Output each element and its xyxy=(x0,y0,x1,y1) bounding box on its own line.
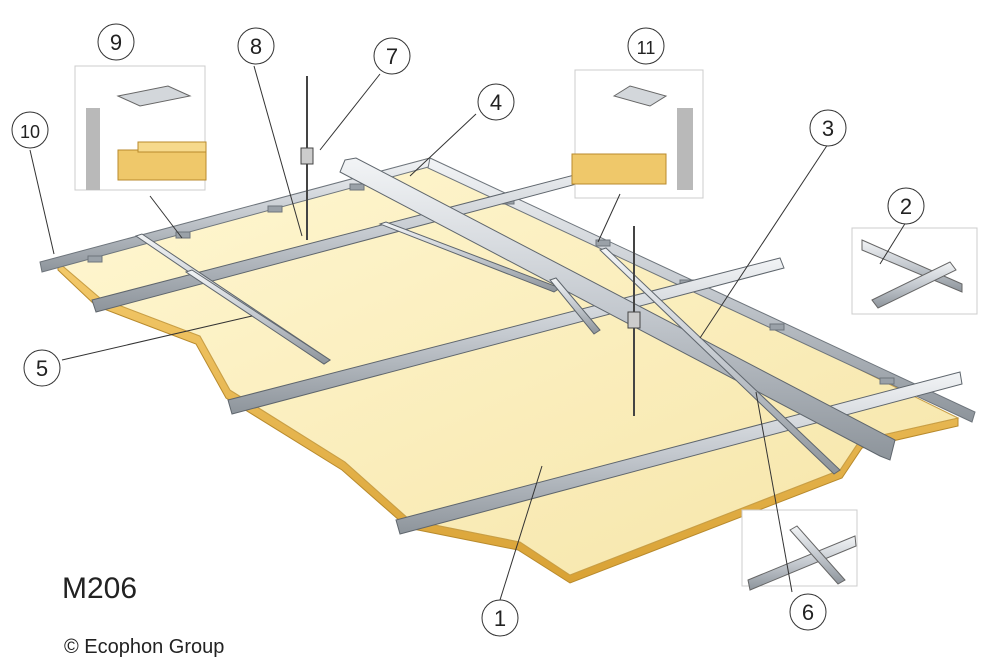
hanger-clip-1 xyxy=(300,147,314,165)
callout-3: 3 xyxy=(809,109,847,147)
detail-9-clip xyxy=(116,85,192,107)
leader-lines xyxy=(29,65,907,601)
leader-5 xyxy=(61,315,253,361)
callout-4: 4 xyxy=(477,83,515,121)
carrying-channel-body xyxy=(339,157,896,461)
leader-4 xyxy=(409,113,477,177)
detail-9-panel-top xyxy=(137,141,207,153)
callout-9-label: 9 xyxy=(110,30,122,55)
detail-11-clip xyxy=(612,85,668,107)
cross-tee-5 xyxy=(549,277,601,335)
cross-tee-4 xyxy=(599,247,841,475)
leader-9 xyxy=(149,195,183,239)
leader-6 xyxy=(755,391,793,593)
callout-2: 2 xyxy=(887,187,925,225)
callout-4-label: 4 xyxy=(490,90,502,115)
carrying-channel xyxy=(339,157,896,461)
cross-tee-2 xyxy=(184,269,331,365)
detail-2-inset xyxy=(851,227,978,315)
detail-9-wall xyxy=(86,108,100,190)
callout-5: 5 xyxy=(23,349,61,387)
callout-6-label: 6 xyxy=(802,600,814,625)
detail-6-tee xyxy=(789,525,846,585)
callout-11: 11 xyxy=(627,27,665,65)
detail-11-inset xyxy=(571,69,704,199)
leader-3 xyxy=(699,143,829,339)
callouts: 1 2 3 4 5 6 7 8 xyxy=(11,23,925,637)
leader-8 xyxy=(253,65,303,237)
cross-tees xyxy=(134,221,841,475)
callout-11-label: 11 xyxy=(637,38,656,58)
callout-8: 8 xyxy=(237,27,275,65)
callout-9: 9 xyxy=(97,23,135,61)
callout-10-label: 10 xyxy=(20,122,40,142)
callout-7: 7 xyxy=(373,37,411,75)
leader-11 xyxy=(597,193,621,243)
leader-1 xyxy=(499,465,543,601)
callout-3-label: 3 xyxy=(822,116,834,141)
leader-10 xyxy=(29,149,55,255)
leader-2 xyxy=(879,221,907,265)
callout-1-label: 1 xyxy=(494,606,506,631)
detail-9-panel xyxy=(117,149,207,181)
detail-11-panel xyxy=(571,153,667,185)
product-code: M206 xyxy=(62,572,138,605)
callout-5-label: 5 xyxy=(36,356,48,381)
detail-11-wall xyxy=(677,108,693,190)
copyright-notice: © Ecophon Group xyxy=(64,636,225,658)
callout-6: 6 xyxy=(789,593,827,631)
callout-1: 1 xyxy=(481,599,519,637)
callout-10: 10 xyxy=(11,111,49,149)
detail-9-inset xyxy=(74,65,207,191)
detail-6-inset xyxy=(741,509,858,591)
hanger-clip-2 xyxy=(627,311,641,329)
callout-7-label: 7 xyxy=(386,44,398,69)
hangers xyxy=(300,76,641,416)
leader-7 xyxy=(319,73,381,151)
callout-2-label: 2 xyxy=(900,194,912,219)
callout-8-label: 8 xyxy=(250,34,262,59)
detail-2-tee xyxy=(871,261,957,309)
